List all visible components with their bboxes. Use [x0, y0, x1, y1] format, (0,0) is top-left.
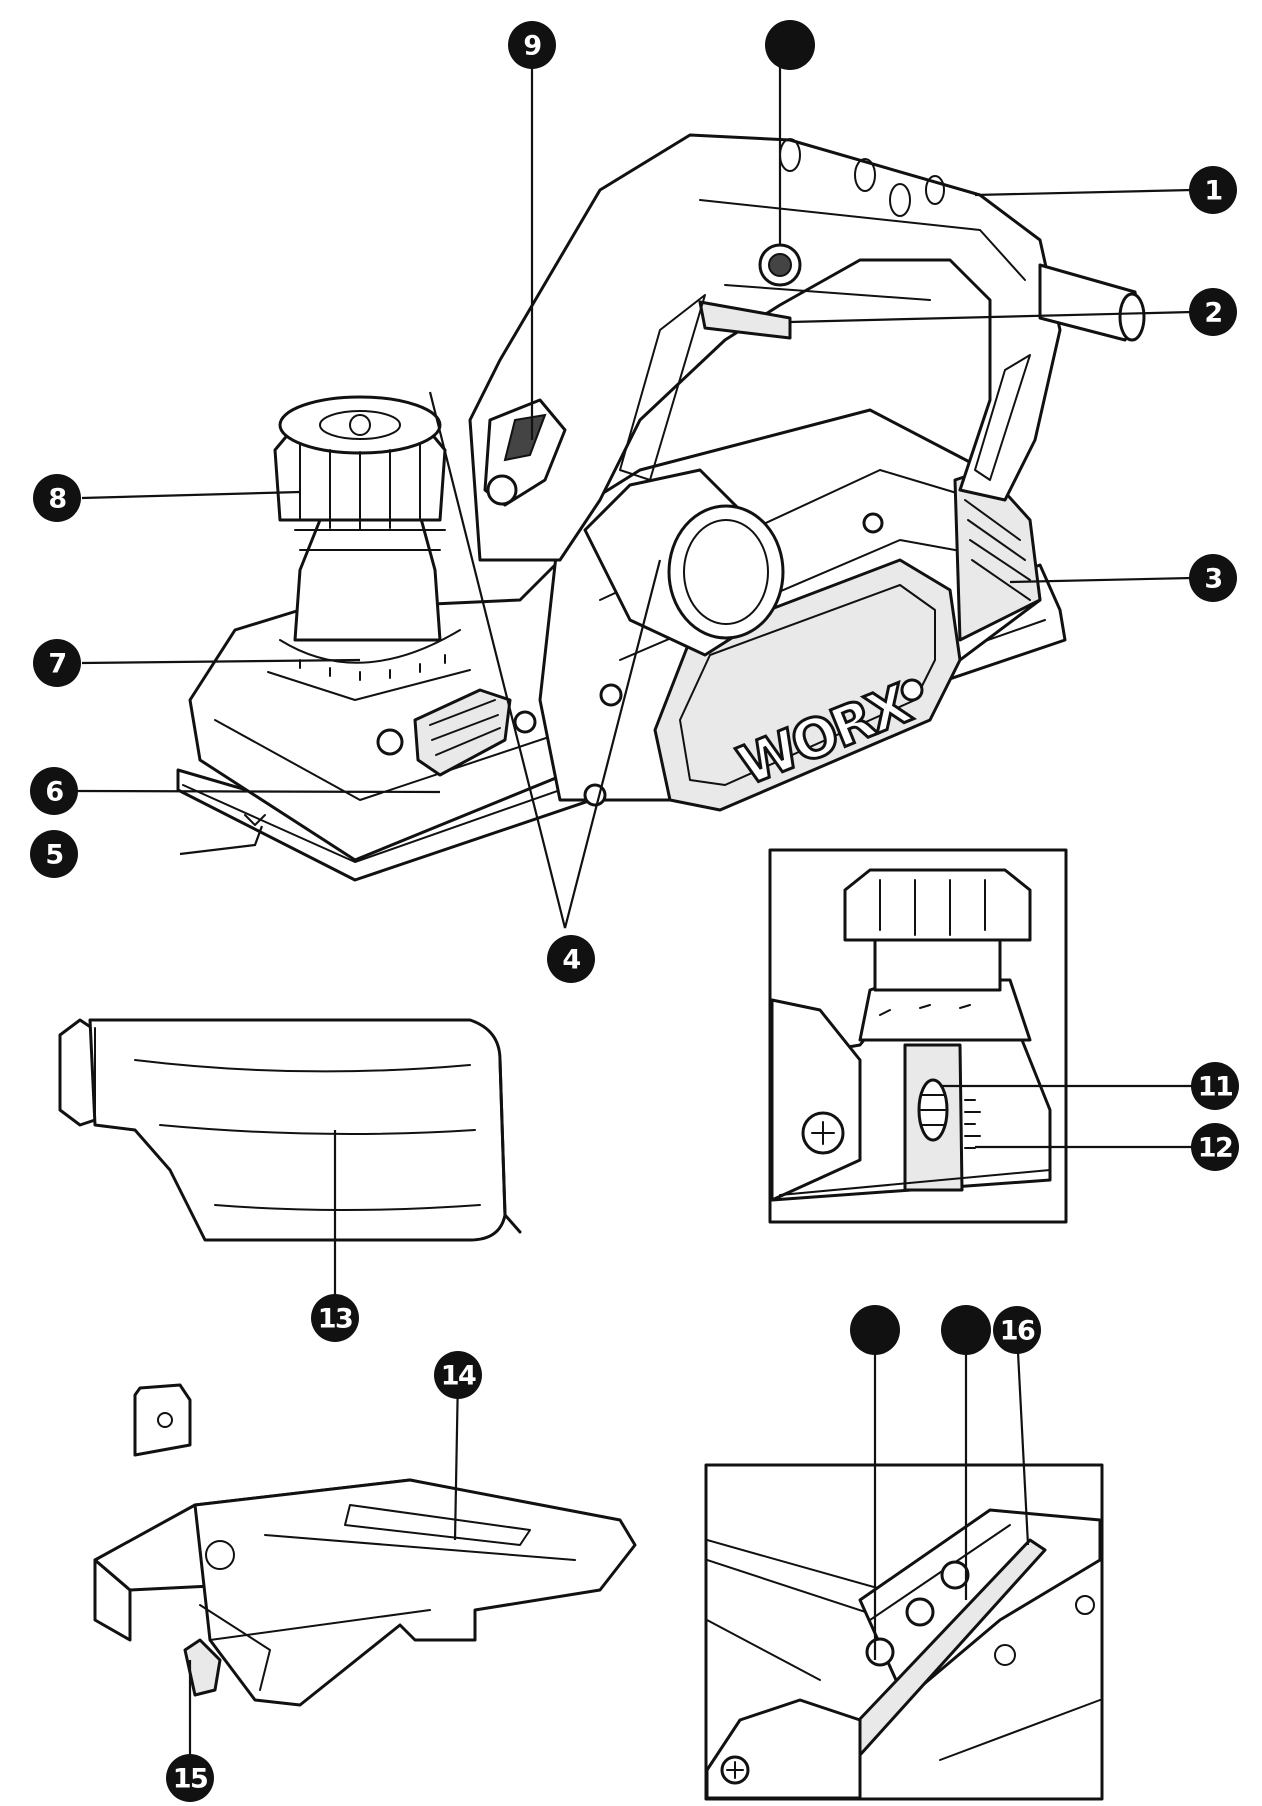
callout-15: 15: [166, 1754, 214, 1802]
callout-5: 5: [30, 830, 78, 878]
svg-text:8: 8: [48, 484, 66, 515]
inset-frame: [768, 848, 1068, 1224]
callout-16: 16: [993, 1306, 1041, 1354]
blade-drum-inset: [704, 1463, 1104, 1801]
callout-17: [850, 1305, 900, 1355]
screw-icon: [900, 678, 924, 702]
svg-text:7: 7: [48, 649, 65, 680]
svg-text:9: 9: [523, 31, 541, 62]
svg-text:5: 5: [45, 840, 62, 871]
callout-18: [941, 1305, 991, 1355]
callout-10: [765, 20, 815, 70]
inset-frame: [704, 1463, 1104, 1801]
callout-2: 2: [1189, 288, 1237, 336]
svg-text:11: 11: [1198, 1072, 1233, 1103]
callout-13: 13: [311, 1294, 359, 1342]
callout-4: 4: [547, 935, 595, 983]
planer-illustration: WORX: [176, 133, 1146, 882]
callout-12: 12: [1191, 1123, 1239, 1171]
svg-text:12: 12: [1198, 1133, 1233, 1164]
callout-7: 7: [33, 639, 81, 687]
callout-1: 1: [1189, 166, 1237, 214]
svg-text:14: 14: [441, 1361, 476, 1392]
svg-text:2: 2: [1204, 298, 1221, 329]
callout-11: 11: [1191, 1062, 1239, 1110]
parallel-fence-illustration: [93, 1383, 637, 1707]
callout-badges: 1 2 3 4 5 6 7 8: [30, 20, 1239, 1802]
callout-14: 14: [434, 1351, 482, 1399]
svg-text:3: 3: [1204, 564, 1221, 595]
screw-icon: [599, 683, 623, 707]
svg-text:6: 6: [45, 777, 63, 808]
leader-lines: [77, 48, 1193, 1755]
callout-3: 3: [1189, 554, 1237, 602]
svg-text:4: 4: [562, 945, 580, 976]
callout-6: 6: [30, 767, 78, 815]
callout-9: 9: [508, 21, 556, 69]
callout-8: 8: [33, 474, 81, 522]
svg-text:15: 15: [173, 1764, 208, 1795]
depth-gauge-inset: [768, 848, 1068, 1224]
svg-text:16: 16: [1000, 1316, 1035, 1347]
svg-text:13: 13: [318, 1304, 353, 1335]
dust-bag-illustration: [58, 1018, 522, 1242]
svg-text:1: 1: [1204, 176, 1221, 207]
screw-icon: [862, 512, 884, 534]
